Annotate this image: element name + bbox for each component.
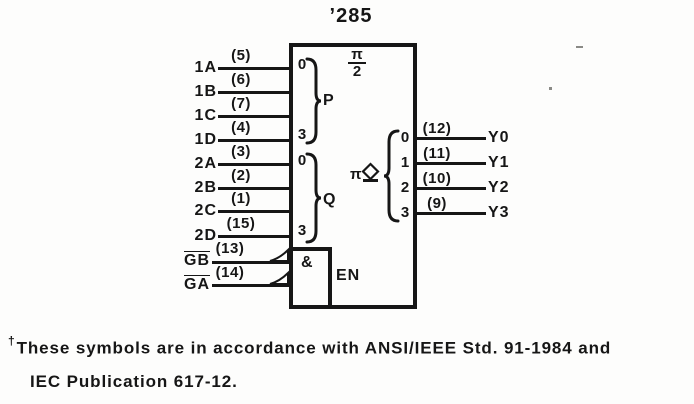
input-pin-2a: (3) xyxy=(231,143,251,160)
input-pin-2b: (2) xyxy=(231,167,251,184)
input-wire-1c xyxy=(218,115,291,118)
open-collector-icon xyxy=(361,162,380,182)
output-label-y0: Y0 xyxy=(488,129,510,146)
input-label-2a: 2A xyxy=(194,155,217,172)
input-wire-2a xyxy=(218,163,291,166)
footnote: †These symbols are in accordance with AN… xyxy=(8,333,690,392)
input-wire-ga xyxy=(212,284,291,287)
input-wire-1a xyxy=(218,67,291,70)
footnote-line2: IEC Publication 617-12. xyxy=(30,371,238,391)
output-wire-y3 xyxy=(413,212,486,215)
en-label: EN xyxy=(336,267,361,284)
weight-label-q0: 0 xyxy=(297,152,307,169)
input-wire-gb xyxy=(212,261,291,264)
top-qualifier: π 2 xyxy=(344,46,370,80)
output-pin-y3: (9) xyxy=(427,195,447,212)
weight-label-y1: 1 xyxy=(400,154,410,171)
q-group-brace xyxy=(305,152,322,244)
input-label-1a: 1A xyxy=(194,59,217,76)
input-pin-2c: (1) xyxy=(231,190,251,207)
scan-speck xyxy=(576,46,583,48)
input-pin-gb: (13) xyxy=(215,240,245,257)
p-group-label: P xyxy=(323,92,335,109)
input-wire-2b xyxy=(218,187,291,190)
figure-title: ’285 xyxy=(329,5,373,27)
input-label-2d: 2D xyxy=(194,227,217,244)
q-group-label: Q xyxy=(323,191,337,208)
dagger-marker: † xyxy=(8,334,16,348)
input-label-gb: GB xyxy=(184,252,210,269)
output-label-y3: Y3 xyxy=(488,204,510,221)
weight-label-y3: 3 xyxy=(400,204,410,221)
weight-label-p0: 0 xyxy=(297,56,307,73)
input-label-1d: 1D xyxy=(194,131,217,148)
qualifier-numerator: π xyxy=(348,47,366,64)
input-wire-2d xyxy=(218,235,291,238)
output-label-y1: Y1 xyxy=(488,154,510,171)
weight-label-q3: 3 xyxy=(297,222,307,239)
output-pin-y2: (10) xyxy=(422,170,452,187)
output-pin-y0: (12) xyxy=(422,120,452,137)
qualifier-denominator: 2 xyxy=(352,63,362,80)
input-label-ga: GA xyxy=(184,276,210,293)
input-label-2c: 2C xyxy=(194,202,217,219)
input-label-1b: 1B xyxy=(194,83,217,100)
output-qualifier-label: π xyxy=(350,166,362,183)
weight-label-y2: 2 xyxy=(400,179,410,196)
input-pin-1c: (7) xyxy=(231,95,251,112)
weight-label-p3: 3 xyxy=(297,126,307,143)
input-pin-2d: (15) xyxy=(226,215,256,232)
input-label-1c: 1C xyxy=(194,107,217,124)
output-wire-y1 xyxy=(413,162,486,165)
p-group-brace xyxy=(305,57,322,145)
active-low-wedge-icon xyxy=(269,247,289,262)
input-pin-1b: (6) xyxy=(231,71,251,88)
scan-speck xyxy=(549,87,552,90)
output-pin-y1: (11) xyxy=(423,145,451,162)
output-wire-y2 xyxy=(413,187,486,190)
and-qualifier-label: & xyxy=(301,254,314,271)
output-group-brace xyxy=(383,129,400,223)
input-pin-1a: (5) xyxy=(231,47,251,64)
input-pin-1d: (4) xyxy=(231,119,251,136)
output-label-y2: Y2 xyxy=(488,179,510,196)
input-pin-ga: (14) xyxy=(215,264,245,281)
input-wire-1b xyxy=(218,91,291,94)
footnote-line1-text: These symbols are in accordance with ANS… xyxy=(16,338,612,358)
weight-label-y0: 0 xyxy=(400,129,410,146)
footnote-line1: †These symbols are in accordance with AN… xyxy=(8,333,690,359)
input-wire-2c xyxy=(218,210,291,213)
input-wire-1d xyxy=(218,139,291,142)
output-wire-y0 xyxy=(413,137,486,140)
enable-and-box xyxy=(289,247,332,309)
input-label-2b: 2B xyxy=(194,179,217,196)
active-low-wedge-icon xyxy=(269,270,289,285)
